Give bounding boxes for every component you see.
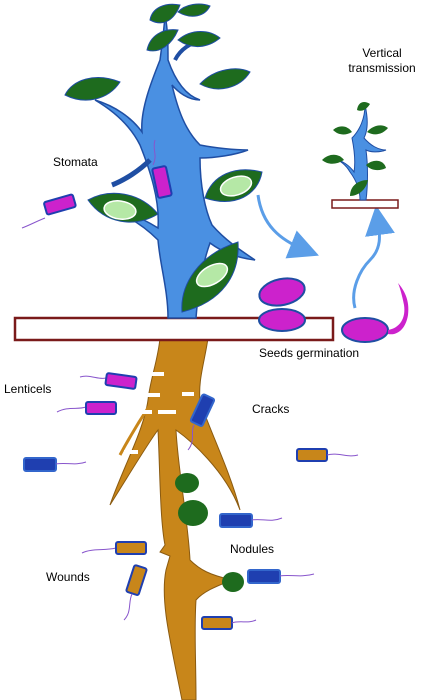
small-stem: [331, 104, 387, 201]
label-wounds: Wounds: [46, 570, 90, 584]
bacterium-blue: [23, 457, 87, 472]
label-vertical-transmission: Vertical transmission: [340, 46, 424, 76]
lenticel-mark: [142, 393, 160, 397]
leaf-upper-right: [177, 31, 221, 47]
stoma-spot: [103, 200, 137, 220]
bacterium-orange: [296, 448, 359, 462]
label-lenticels: Lenticels: [4, 382, 52, 396]
bacterium-blue: [247, 569, 315, 584]
small-leaf: [350, 180, 368, 196]
label-vertical-transmission-line2: transmission: [348, 61, 416, 75]
seed-sprout: [388, 283, 409, 335]
label-seeds-germination: Seeds germination: [259, 346, 360, 360]
lenticel-mark: [148, 372, 164, 376]
arrows: [256, 194, 395, 309]
seed: [258, 277, 306, 307]
leaves: [64, 3, 263, 313]
arrow-vertical-transmission: [352, 205, 395, 309]
main-stem: [94, 14, 256, 319]
small-leaf: [322, 154, 344, 164]
lenticel-mark: [182, 392, 194, 396]
small-leaf: [357, 102, 370, 111]
seeds: [258, 277, 409, 343]
nodule: [175, 473, 199, 493]
bacterium-orange: [201, 616, 257, 630]
lenticel-marks: [124, 372, 194, 454]
arrow-to-seeds: [256, 194, 319, 259]
lenticel-mark: [124, 450, 138, 454]
small-leaf: [333, 126, 352, 135]
leaf-mid-right: [199, 68, 251, 90]
bacterium-orange: [123, 564, 148, 621]
small-plant: [322, 102, 399, 209]
label-nodules: Nodules: [230, 542, 275, 556]
germinating-seed: [341, 317, 389, 343]
leaf-top: [149, 3, 181, 24]
stem-branch-left: [111, 158, 152, 188]
bacterium-blue: [219, 513, 283, 528]
label-stomata: Stomata: [53, 155, 98, 169]
small-soil-line: [331, 199, 399, 209]
nodule: [178, 500, 208, 526]
side-root-left: [118, 404, 152, 456]
seed: [258, 308, 306, 332]
bacterium-blue: [187, 393, 216, 451]
bacterium-orange: [81, 541, 147, 555]
lenticel-mark: [158, 410, 176, 414]
leaf-mid-left: [64, 77, 121, 101]
label-cracks: Cracks: [252, 402, 290, 416]
small-leaf: [367, 125, 388, 135]
bacterium-magenta: [151, 139, 173, 199]
label-vertical-transmission-line1: Vertical: [362, 46, 402, 60]
nodule: [222, 572, 244, 592]
bacteria: [21, 139, 359, 630]
bacterium-magenta: [79, 372, 138, 390]
bacterium-magenta: [21, 193, 77, 229]
leaf-upper-left: [146, 29, 179, 52]
nodules: [175, 473, 244, 592]
stoma-spot: [195, 262, 229, 288]
root-system: [109, 337, 241, 700]
taproot: [109, 337, 241, 700]
bacterium-magenta: [56, 401, 117, 415]
lenticel-mark: [138, 410, 152, 414]
stoma-spot: [219, 175, 253, 197]
leaf-top-right: [177, 3, 211, 17]
small-leaf: [366, 160, 386, 171]
